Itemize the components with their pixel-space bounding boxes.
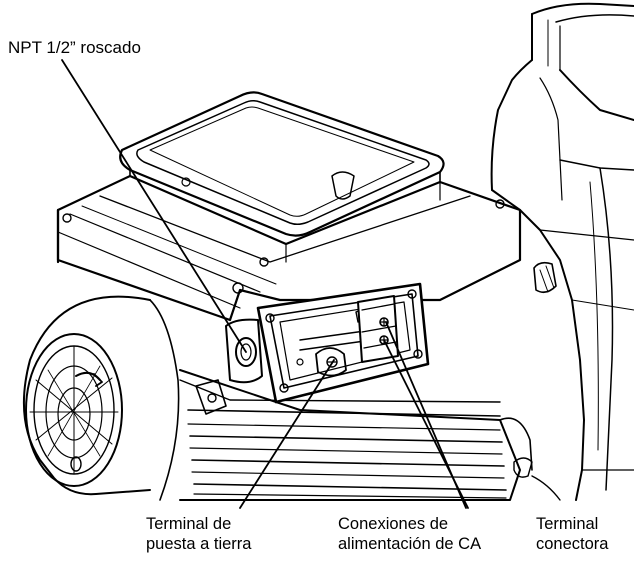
leader-ground xyxy=(239,359,335,509)
leader-npt xyxy=(61,59,247,353)
callout-ac-line-1: Conexiones de xyxy=(338,515,449,533)
junction-box xyxy=(256,282,430,404)
callout-npt-text: NPT 1/2” roscado xyxy=(8,38,141,57)
fan-cover xyxy=(22,295,180,501)
callout-npt: NPT 1/2” roscado xyxy=(8,38,141,58)
callout-connector-terminal: Terminal conectora xyxy=(536,514,608,554)
callout-ground-terminal: Terminal de puesta a tierra xyxy=(146,514,251,554)
callout-ac-connections: Conexiones de alimentación de CA xyxy=(338,514,481,554)
callout-term-line-2: conectora xyxy=(536,535,609,553)
callout-ground-line-1: Terminal de xyxy=(146,515,232,533)
motor-housing xyxy=(56,174,522,322)
leader-ac-2 xyxy=(383,339,469,509)
leader-lines xyxy=(61,59,469,509)
callout-ground-line-2: puesta a tierra xyxy=(146,535,252,553)
callout-term-line-1: Terminal xyxy=(536,515,599,533)
callout-ac-line-2: alimentación de CA xyxy=(338,535,482,553)
pump-housing xyxy=(490,2,634,501)
